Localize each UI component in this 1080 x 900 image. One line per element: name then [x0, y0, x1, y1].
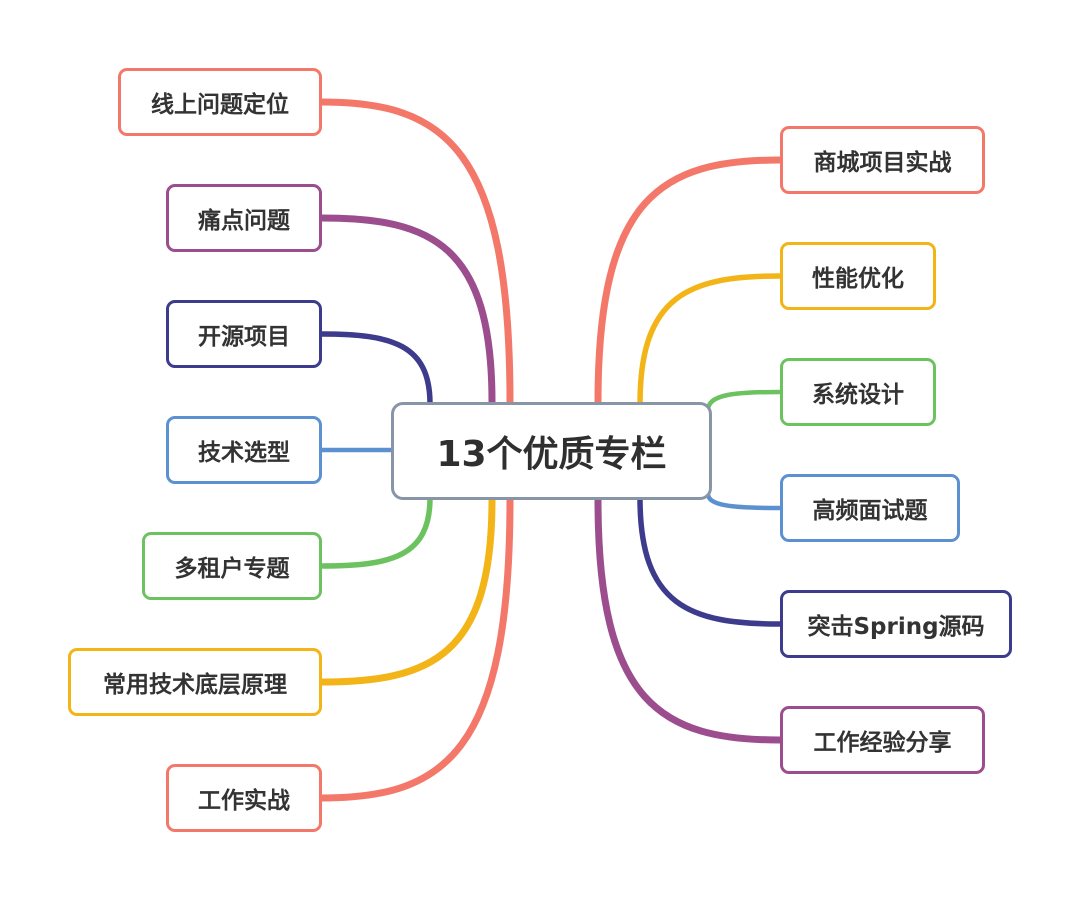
topic-right-2[interactable]: 系统设计: [780, 358, 936, 426]
topic-left-0[interactable]: 线上问题定位: [118, 68, 322, 136]
link-right-0: [594, 156, 784, 406]
link-left-0: [318, 98, 514, 406]
link-right-1: [637, 273, 783, 407]
topic-right-4[interactable]: 突击Spring源码: [780, 590, 1012, 658]
topic-right-0[interactable]: 商城项目实战: [780, 126, 985, 194]
topic-left-1[interactable]: 痛点问题: [166, 184, 322, 252]
link-right-3: [705, 491, 783, 511]
link-left-5: [318, 496, 496, 686]
link-left-1: [318, 214, 496, 406]
topic-left-6[interactable]: 工作实战: [166, 764, 322, 832]
topic-right-5[interactable]: 工作经验分享: [780, 706, 985, 774]
link-right-5: [594, 496, 784, 744]
topic-left-4[interactable]: 多租户专题: [142, 532, 322, 600]
link-left-6: [318, 496, 514, 802]
link-right-4: [637, 495, 783, 627]
link-right-2: [705, 389, 783, 413]
topic-left-2[interactable]: 开源项目: [166, 300, 322, 368]
topic-left-3[interactable]: 技术选型: [166, 416, 322, 484]
link-left-4: [319, 495, 433, 569]
topic-right-3[interactable]: 高频面试题: [780, 474, 960, 542]
topic-right-1[interactable]: 性能优化: [780, 242, 936, 310]
topic-left-5[interactable]: 常用技术底层原理: [68, 648, 322, 716]
link-left-2: [319, 331, 433, 407]
central-topic[interactable]: 13个优质专栏: [391, 402, 712, 500]
